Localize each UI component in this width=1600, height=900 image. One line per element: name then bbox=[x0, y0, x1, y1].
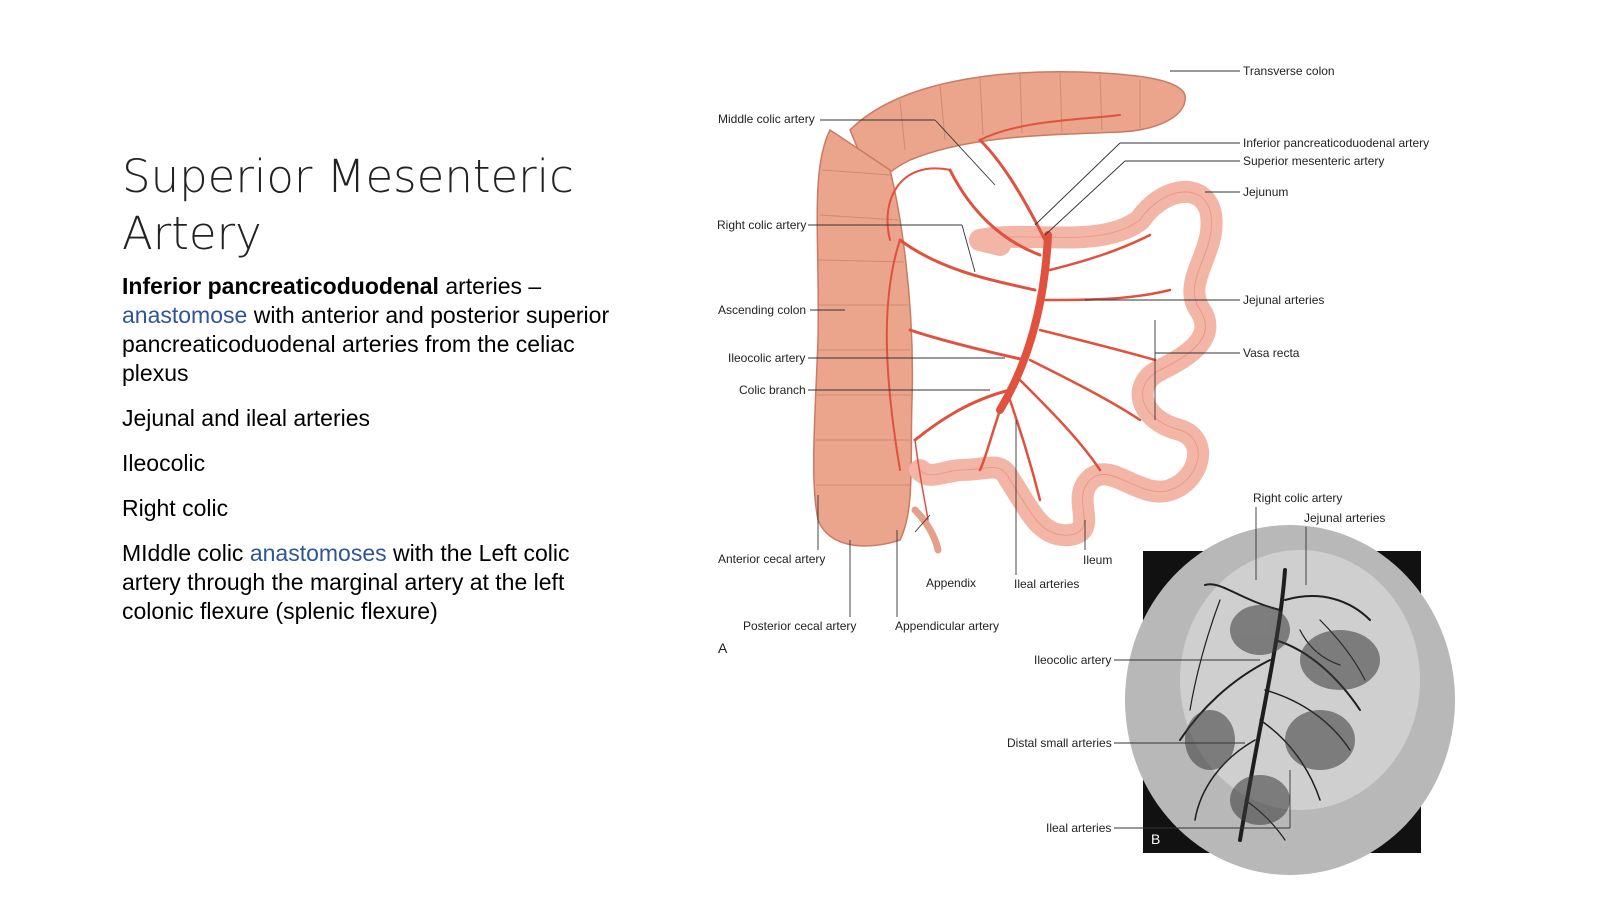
label-ascending-colon: Ascending colon bbox=[718, 303, 806, 317]
label-anterior-cecal-artery: Anterior cecal artery bbox=[718, 552, 825, 566]
label-vasa-recta: Vasa recta bbox=[1243, 346, 1300, 360]
panel-b-label: B bbox=[1151, 831, 1160, 847]
slide-body: Inferior pancreaticoduodenal arteries – a… bbox=[122, 272, 622, 642]
intestine-illustration bbox=[812, 71, 1223, 554]
panel-a-labels: Transverse colon Middle colic artery Inf… bbox=[717, 64, 1429, 656]
label-ileum: Ileum bbox=[1083, 553, 1112, 567]
bullet-text: arteries – bbox=[438, 273, 542, 299]
label-b-ileal-arteries: Ileal arteries bbox=[1046, 821, 1111, 835]
label-jejunal-arteries: Jejunal arteries bbox=[1243, 293, 1324, 307]
bullet-ileocolic: Ileocolic bbox=[122, 450, 206, 476]
label-b-ileocolic-artery: Ileocolic artery bbox=[1034, 653, 1111, 667]
label-appendix: Appendix bbox=[926, 576, 976, 590]
label-superior-mesenteric-artery: Superior mesenteric artery bbox=[1243, 154, 1384, 168]
label-posterior-cecal-artery: Posterior cecal artery bbox=[743, 619, 856, 633]
label-b-jejunal-arteries: Jejunal arteries bbox=[1304, 511, 1385, 525]
bullet-right-colic: Right colic bbox=[122, 495, 229, 521]
label-right-colic-artery: Right colic artery bbox=[717, 218, 806, 232]
angiogram-panel: B Right colic artery Jejunal arteries Il… bbox=[1007, 491, 1455, 875]
sma-anatomy-figure: Transverse colon Middle colic artery Inf… bbox=[717, 64, 1455, 875]
panel-a-label: A bbox=[718, 640, 728, 656]
label-appendicular-artery: Appendicular artery bbox=[895, 619, 999, 633]
label-middle-colic-artery: Middle colic artery bbox=[718, 112, 815, 126]
bullet-jejunal-ileal: Jejunal and ileal arteries bbox=[122, 405, 371, 431]
label-transverse-colon: Transverse colon bbox=[1243, 64, 1335, 78]
bullet-inferior-pancreaticoduodenal: Inferior pancreaticoduodenal arteries – a… bbox=[122, 272, 622, 388]
label-ileocolic-artery: Ileocolic artery bbox=[728, 351, 805, 365]
label-b-distal-small-arteries: Distal small arteries bbox=[1007, 736, 1112, 750]
bullet-text: with the Left colic artery through the m… bbox=[122, 540, 570, 624]
label-b-right-colic-artery: Right colic artery bbox=[1253, 491, 1342, 505]
artery-tree bbox=[885, 114, 1172, 521]
bullet-middle-colic: MIddle colic anastomoses with the Left c… bbox=[122, 539, 622, 626]
anastomose-link[interactable]: anastomose bbox=[122, 302, 248, 328]
angiogram-blush bbox=[1185, 605, 1380, 825]
label-ileal-arteries: Ileal arteries bbox=[1014, 577, 1079, 591]
bullet-text: with anterior and posterior superior pan… bbox=[122, 302, 610, 386]
label-colic-branch: Colic branch bbox=[739, 383, 806, 397]
bullet-bold-term: Inferior pancreaticoduodenal bbox=[122, 273, 439, 299]
label-jejunum: Jejunum bbox=[1243, 185, 1288, 199]
bullet-text: MIddle colic bbox=[122, 540, 250, 566]
slide-title: Superior Mesenteric Artery bbox=[122, 150, 574, 260]
anastomoses-link[interactable]: anastomoses bbox=[249, 540, 387, 566]
label-inferior-pancreaticoduodenal-artery: Inferior pancreaticoduodenal artery bbox=[1243, 136, 1429, 150]
